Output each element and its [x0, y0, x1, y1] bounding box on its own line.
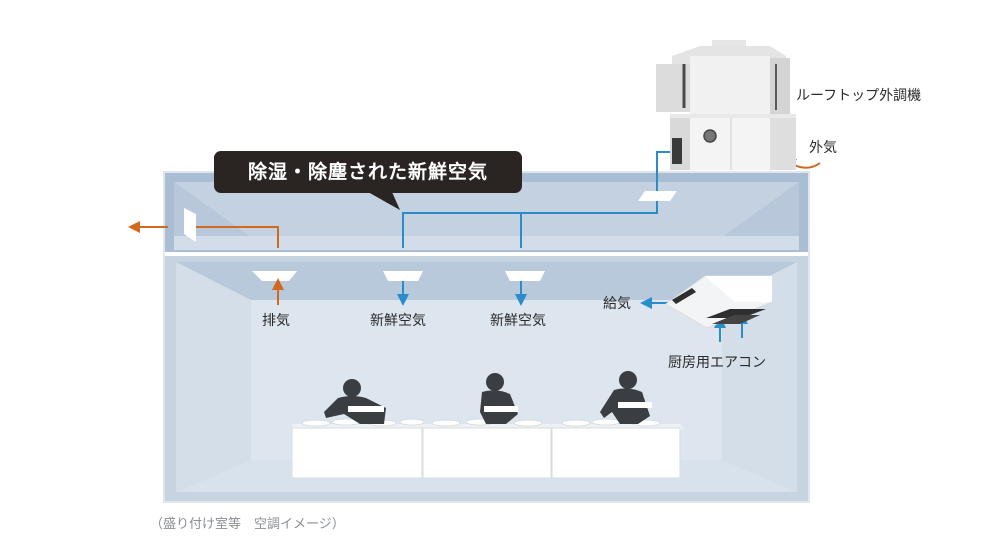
supply-air-label: 給気: [603, 296, 631, 312]
exhaust-duct: [192, 226, 279, 248]
callout-pointer: [368, 192, 400, 210]
exhaust-in-arrow: [272, 278, 284, 305]
supply-diffuser-2: [505, 271, 545, 281]
fresh-air-arrow-1: [397, 281, 409, 306]
ceiling-air-conditioner-icon: [665, 275, 773, 330]
rooftop-unit-label: ルーフトップ外調機: [796, 88, 922, 104]
fresh-air-label-2: 新鮮空気: [490, 313, 546, 329]
fresh-air-arrow-2: [515, 281, 527, 306]
worker-silhouette-icon: [324, 379, 386, 424]
exhaust-label: 排気: [262, 313, 290, 329]
exhaust-out-arrow: [128, 221, 168, 233]
rooftop-air-handler-icon: [656, 40, 796, 170]
supply-duct: [402, 151, 672, 248]
worker-silhouette-icon: [600, 371, 652, 424]
exhaust-grille: [184, 208, 196, 242]
serving-counter: [291, 418, 684, 479]
supply-diffuser-1: [383, 271, 423, 281]
outside-air-label: 外気: [809, 140, 837, 156]
kitchen-ac-label: 厨房用エアコン: [668, 355, 766, 371]
diagram-caption: （盛り付け室等 空調イメージ）: [150, 517, 345, 532]
ceiling-diffuser: [638, 191, 677, 201]
fresh-air-callout: 除湿・除塵された新鮮空気: [214, 151, 522, 193]
exhaust-diffuser: [252, 271, 297, 281]
fresh-air-label-1: 新鮮空気: [370, 313, 426, 329]
worker-silhouette-icon: [480, 373, 518, 424]
